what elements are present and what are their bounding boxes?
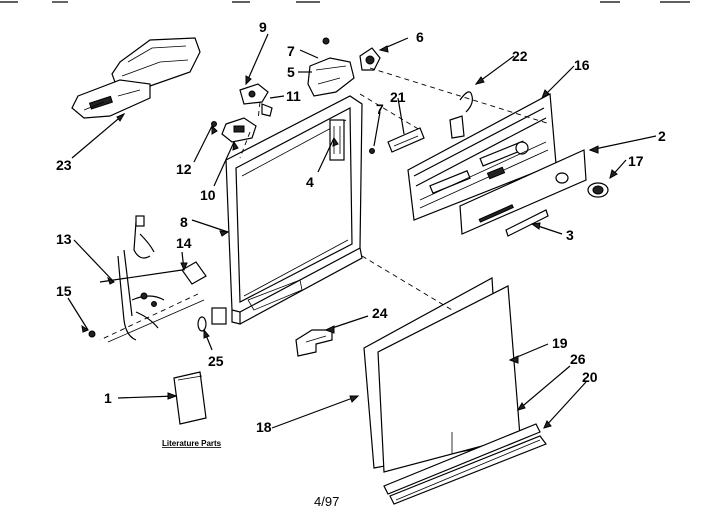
- callout-12: 12: [176, 161, 192, 177]
- part-1-literature: [173, 371, 207, 425]
- callout-4: 4: [306, 174, 314, 190]
- callout-10: 10: [200, 187, 216, 203]
- callout-20: 20: [582, 369, 598, 385]
- callout-3: 3: [566, 227, 574, 243]
- footer-date: 4/97: [314, 494, 339, 509]
- callout-23: 23: [56, 157, 72, 173]
- part-13-14-15-wiring: [88, 215, 207, 343]
- callout-7b: 7: [376, 101, 384, 117]
- callout-25: 25: [208, 353, 224, 369]
- callout-8: 8: [180, 214, 188, 230]
- callout-24: 24: [372, 305, 388, 321]
- callout-16: 16: [574, 57, 590, 73]
- callout-17: 17: [628, 153, 644, 169]
- callout-21: 21: [390, 89, 406, 105]
- callout-2: 2: [658, 128, 666, 144]
- part-26-20-trim: [383, 423, 547, 505]
- arrowheads: [81, 45, 618, 429]
- callout-14: 14: [176, 235, 192, 251]
- part-9-11-hinge: [239, 83, 273, 117]
- part-3-strip: [505, 209, 549, 237]
- part-12-10: [211, 117, 257, 143]
- callout-15: 15: [56, 283, 72, 299]
- callout-22: 22: [512, 48, 528, 64]
- literature-parts-label: Literature Parts: [162, 439, 222, 448]
- part-24-25: [197, 316, 333, 357]
- callout-18: 18: [256, 419, 272, 435]
- callout-5: 5: [287, 64, 295, 80]
- callout-6: 6: [416, 29, 424, 45]
- part-21-22: [369, 91, 473, 154]
- callout-19: 19: [552, 335, 568, 351]
- callout-26: 26: [570, 351, 586, 367]
- callout-11: 11: [286, 88, 301, 104]
- part-16-control-panel: [407, 93, 557, 221]
- part-23-vent-bracket: [71, 37, 201, 119]
- alignment-lines: [99, 67, 551, 341]
- callout-13: 13: [56, 231, 72, 247]
- callout-7: 7: [287, 43, 295, 59]
- part-2-17: [459, 149, 609, 235]
- callout-labels: 9 7 6 5 11 22 16 7 21 2 17 12 10 4 23 8 …: [56, 19, 666, 435]
- callout-1: 1: [104, 390, 112, 406]
- part-5-6-7: [307, 37, 381, 97]
- callout-9: 9: [259, 19, 267, 35]
